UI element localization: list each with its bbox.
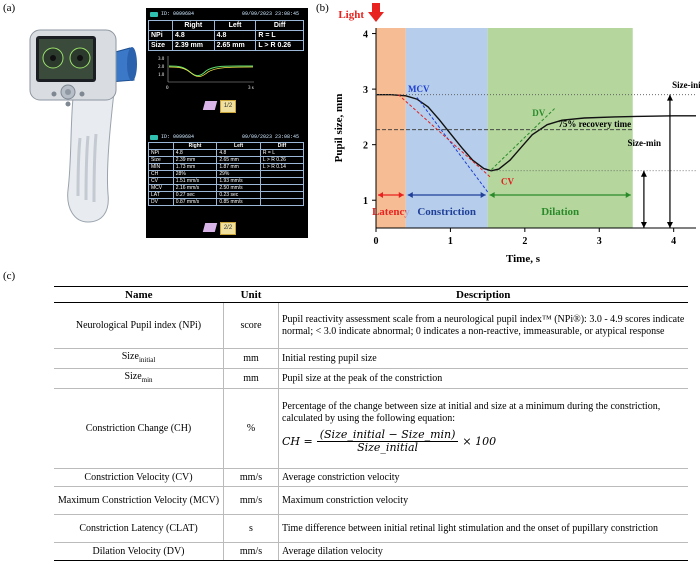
mini-tick: 3 s	[248, 86, 254, 91]
eye-cup-icon	[202, 223, 218, 232]
arrowhead	[398, 192, 404, 198]
screen-page-1: ID: 0099684 09/09/2023 23:08:45 Right Le…	[146, 8, 308, 118]
panel-label-b: (b)	[316, 2, 329, 14]
pupillometer-device-image	[22, 18, 140, 230]
parameter-description-table: Name Unit Description Neurological Pupil…	[54, 286, 688, 561]
table-row: Sizeinitial mm Initial resting pupil siz…	[54, 348, 688, 369]
light-arrow-icon	[368, 3, 384, 22]
table-header-row: Name Unit Description	[54, 286, 688, 303]
panel-label-a: (a)	[3, 2, 16, 14]
mini-tick: 0	[166, 86, 169, 91]
screen-summary-table: Right Left Diff NPi 4.8 4.8 R = L Size 2…	[148, 20, 304, 51]
mcv-label: MCV	[408, 84, 430, 94]
x-axis-label: Time, s	[506, 253, 541, 265]
mini-tick: 2.0	[158, 65, 165, 70]
x-tick-label: 0	[374, 236, 379, 247]
arrowhead	[625, 192, 631, 198]
region-label: Latency	[372, 206, 410, 218]
col-header-unit: Unit	[223, 286, 279, 303]
size-initial-label: Size-initial	[672, 80, 700, 90]
pupil-size-curve	[376, 94, 696, 172]
cv-line	[397, 94, 492, 179]
arrowhead	[489, 192, 495, 198]
mini-pupil-curve: 3.0 2.0 1.0 0 3 s	[158, 56, 254, 91]
status-indicator-icon	[150, 135, 158, 140]
patient-id: ID: 0099684	[161, 134, 195, 140]
status-indicator-icon	[150, 12, 158, 17]
x-tick-label: 1	[448, 236, 453, 247]
col-left: Left	[213, 20, 257, 31]
light-label: Light	[338, 9, 364, 21]
table-row: Dilation Velocity (DV) mm/s Average dila…	[54, 542, 688, 561]
table-row: Constriction Latency (CLAT) s Time diffe…	[54, 514, 688, 543]
dv-label: DV	[532, 108, 545, 118]
pupil-response-chart: Latency Constriction Dilation 1 2 3 4 0 1 2 3 4 MC…	[333, 3, 700, 265]
y-tick-label: 4	[363, 30, 368, 41]
arrowhead	[378, 192, 383, 198]
table-row: Size 2.39 mm 2.65 mm L > R 0.26	[148, 40, 304, 51]
table-row: Maximum Constriction Velocity (MCV) mm/s…	[54, 486, 688, 515]
x-tick-label: 3	[597, 236, 602, 247]
table-row: NPi 4.8 4.8 R = L	[148, 30, 304, 41]
y-tick-label: 1	[363, 196, 368, 207]
col-header-name: Name	[54, 286, 224, 303]
region-label: Dilation	[541, 206, 579, 218]
x-tick-label: 2	[522, 236, 527, 247]
col-diff: Diff	[255, 20, 304, 31]
timestamp: 09/09/2023 23:08:45	[242, 11, 300, 17]
patient-id: ID: 0099684	[161, 11, 195, 17]
arrowhead	[640, 222, 647, 228]
phase-regions: Latency Constriction Dilation	[372, 28, 633, 228]
arrowhead	[640, 170, 647, 177]
arrowhead	[666, 94, 673, 101]
table-row: Constriction Change (CH) % Percentage of…	[54, 388, 688, 469]
size-min-label: Size-min	[628, 138, 662, 148]
arrowhead	[480, 192, 486, 198]
mini-tick: 1.0	[158, 73, 165, 78]
col-header-description: Description	[278, 286, 688, 303]
region-label: Constriction	[417, 206, 476, 218]
region-latency	[376, 28, 406, 228]
device-screen-readout: ID: 0099684 09/09/2023 23:08:45 Right Le…	[146, 8, 308, 238]
page-badge-2: 2/2	[220, 222, 236, 235]
panel-label-c: (c)	[3, 270, 16, 282]
col-right: Right	[171, 20, 215, 31]
table-row: Neurological Pupil index (NPi) score Pup…	[54, 302, 688, 349]
y-tick-label: 2	[363, 141, 368, 152]
page-badge-1: 1/2	[220, 100, 236, 113]
y-tick-label: 3	[363, 85, 368, 96]
mini-tick: 3.0	[158, 57, 165, 62]
recovery-label: 75% recovery time	[558, 119, 631, 129]
timestamp: 09/09/2023 23:08:45	[242, 134, 300, 140]
y-axis-label: Pupil size, mm	[333, 94, 345, 163]
table-row: Constriction Velocity (CV) mm/s Average …	[54, 468, 688, 487]
eye-cup-icon	[202, 101, 218, 110]
table-row: Sizemin mm Pupil size at the peak of the…	[54, 368, 688, 389]
arrowhead	[666, 222, 673, 228]
screen-page-2: ID: 0099684 09/09/2023 23:08:45 Right Le…	[146, 132, 308, 238]
cv-label: CV	[501, 177, 514, 187]
arrowhead	[407, 192, 413, 198]
x-tick-label: 4	[671, 236, 676, 247]
ch-equation: CH = (Size_initial − Size_min)Size_initi…	[282, 428, 497, 454]
